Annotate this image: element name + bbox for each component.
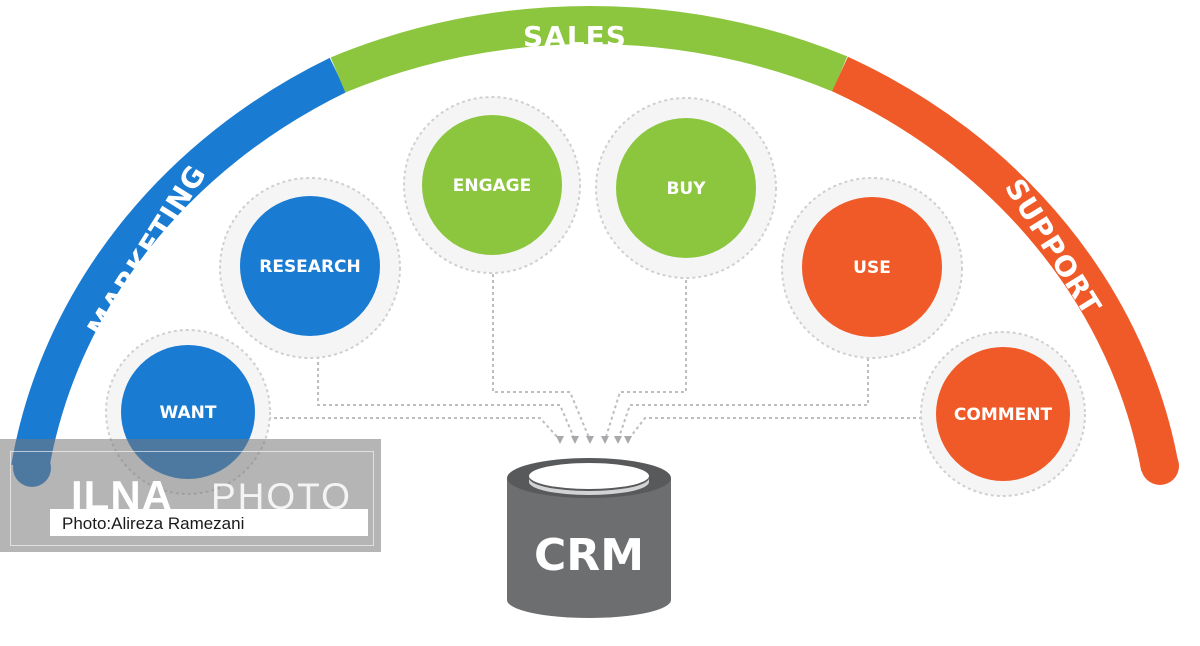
arc-label-support: SUPPORT bbox=[998, 173, 1108, 321]
arrowheads bbox=[556, 436, 632, 444]
watermark-credit-box: Photo:Alireza Ramezani bbox=[50, 509, 368, 536]
watermark: ILNA PHOTO Photo:Alireza Ramezani bbox=[0, 439, 381, 552]
crm-label: CRM bbox=[534, 530, 644, 581]
node-label-research: RESEARCH bbox=[259, 257, 361, 277]
connectors bbox=[268, 262, 922, 441]
connector-use bbox=[617, 358, 869, 441]
crm-database-icon: CRM bbox=[507, 458, 671, 618]
connector-research bbox=[317, 356, 576, 441]
node-engage: ENGAGE bbox=[422, 115, 562, 255]
node-comment: COMMENT bbox=[936, 347, 1070, 481]
node-label-want: WANT bbox=[160, 403, 217, 423]
node-label-buy: BUY bbox=[666, 179, 706, 199]
arc-cap-right bbox=[1141, 447, 1179, 485]
watermark-credit: Photo:Alireza Ramezani bbox=[62, 514, 245, 533]
connector-comment bbox=[627, 417, 922, 441]
connector-want bbox=[268, 417, 561, 441]
node-buy: BUY bbox=[616, 118, 756, 258]
node-use: USE bbox=[802, 197, 942, 337]
connector-buy bbox=[604, 262, 687, 441]
arc-segment-marketing bbox=[11, 57, 347, 472]
connector-engage bbox=[492, 262, 591, 441]
node-research: RESEARCH bbox=[240, 196, 380, 336]
node-label-comment: COMMENT bbox=[954, 405, 1053, 425]
arc-label-sales: SALES bbox=[523, 20, 627, 53]
node-label-engage: ENGAGE bbox=[453, 176, 532, 196]
arc-segment-sales bbox=[330, 5, 848, 93]
arc-segment-support bbox=[832, 56, 1179, 472]
node-label-use: USE bbox=[853, 258, 891, 278]
